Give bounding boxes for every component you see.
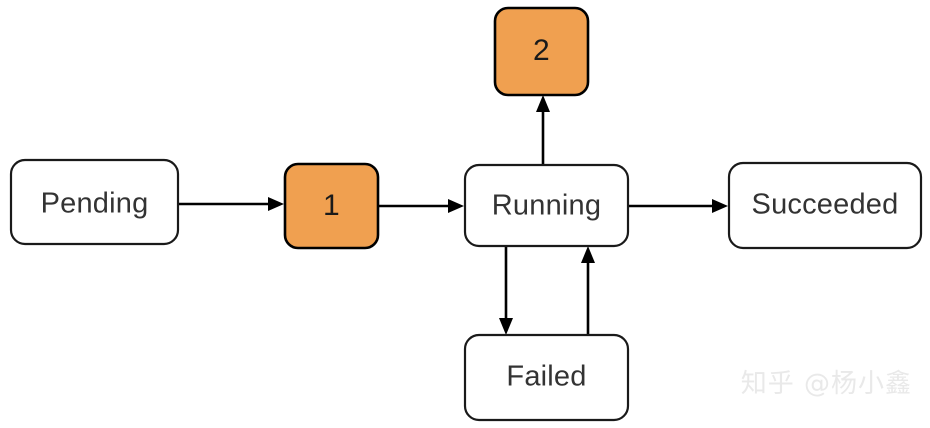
arrowhead: [712, 199, 728, 213]
node-pending[interactable]: Pending: [9, 158, 180, 246]
edge-running-to-step2: [536, 95, 550, 165]
node-step1-label: 1: [323, 189, 340, 222]
node-step2-label: 2: [533, 34, 550, 67]
node-succeeded[interactable]: Succeeded: [727, 161, 923, 250]
edge-step1-to-running: [378, 199, 464, 213]
node-step1-box[interactable]: [283, 162, 380, 250]
watermark: 知乎 @杨小鑫: [740, 369, 912, 399]
arrowhead: [448, 199, 464, 213]
node-succeeded-box[interactable]: [727, 161, 923, 250]
edge-pending-to-step1: [178, 197, 284, 211]
node-step1[interactable]: 1: [283, 162, 380, 250]
node-step2[interactable]: 2: [493, 6, 590, 97]
arrowhead: [499, 318, 513, 335]
node-running[interactable]: Running: [463, 163, 630, 248]
arrowhead: [536, 95, 550, 112]
node-pending-box[interactable]: [9, 158, 180, 246]
node-step2-box[interactable]: [493, 6, 590, 97]
node-succeeded-label: Succeeded: [752, 189, 899, 221]
edge-running-to-failed: [499, 246, 513, 335]
edge-running-to-succeeded: [628, 199, 728, 213]
node-failed-label: Failed: [506, 361, 586, 393]
node-failed[interactable]: Failed: [463, 333, 630, 422]
edge-failed-to-running: [581, 246, 595, 335]
node-running-label: Running: [492, 190, 601, 222]
node-running-box[interactable]: [463, 163, 630, 248]
node-pending-label: Pending: [41, 188, 149, 220]
arrowhead: [581, 246, 595, 263]
node-failed-box[interactable]: [463, 333, 630, 422]
arrowhead: [268, 197, 284, 211]
